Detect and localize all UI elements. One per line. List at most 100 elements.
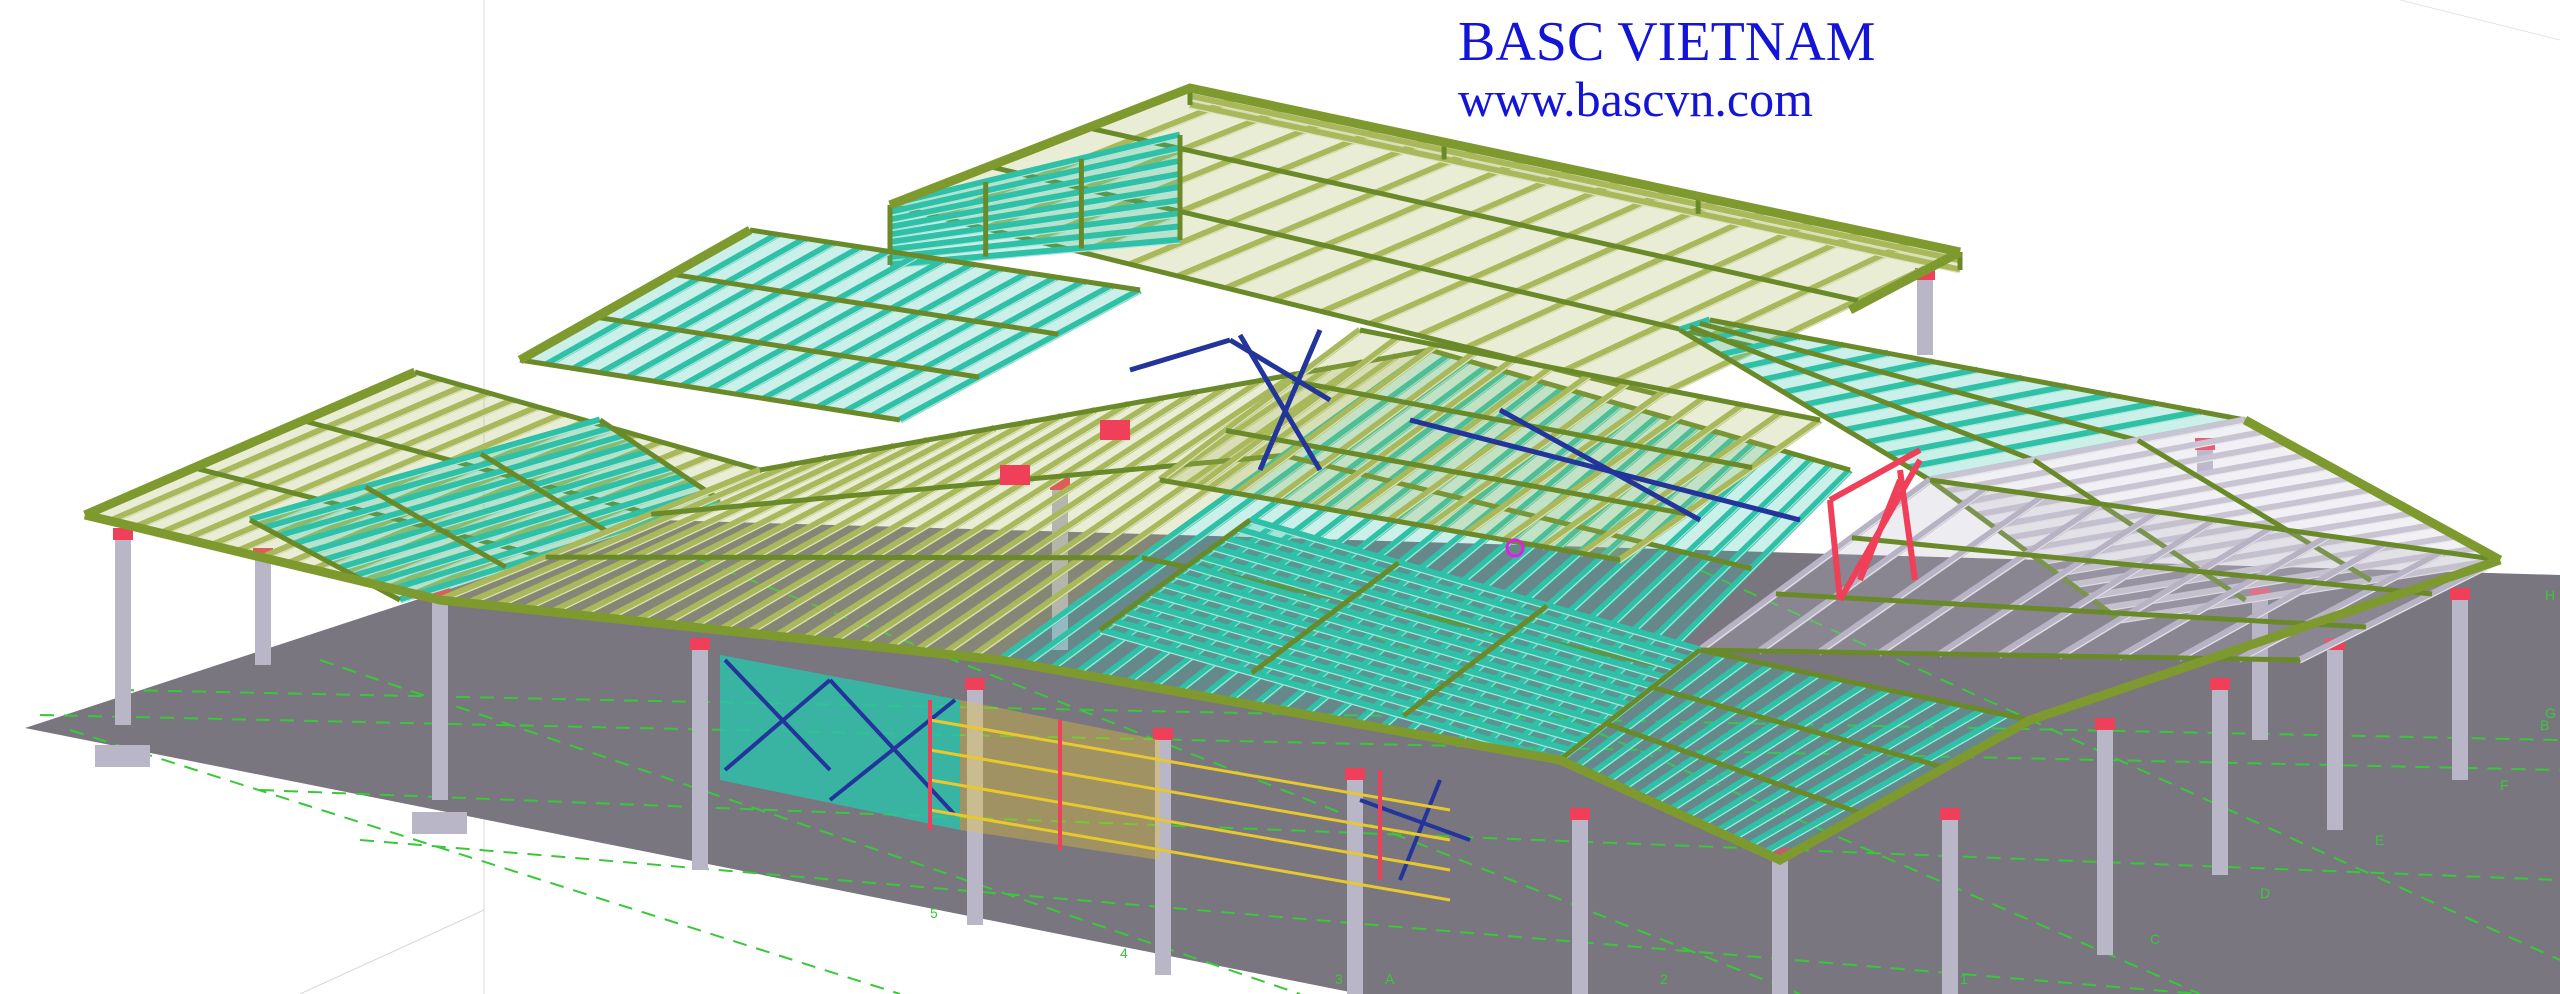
purlin — [1249, 516, 1701, 654]
purlin — [294, 440, 637, 548]
purlin — [634, 424, 997, 625]
purlin — [2118, 532, 2331, 661]
purlin — [572, 235, 808, 372]
grid-label: D — [2260, 885, 2270, 901]
purlin — [1099, 626, 1561, 764]
purlin — [690, 412, 1064, 631]
rafter — [1699, 647, 2031, 723]
footing — [412, 812, 467, 834]
purlin — [889, 157, 1181, 224]
rafter — [749, 227, 1141, 293]
purlin — [871, 282, 1114, 419]
purlin — [1668, 682, 1867, 813]
footing — [95, 745, 150, 767]
roof-panel — [887, 131, 1183, 269]
eave-beam — [83, 510, 2502, 866]
rafter — [1098, 517, 1252, 633]
purlin — [789, 269, 1031, 406]
column-cap — [1345, 768, 1365, 780]
purlin — [1124, 608, 1585, 746]
rafter — [759, 347, 1431, 473]
purlin — [545, 231, 780, 368]
purlin — [830, 383, 1231, 645]
purlin — [1908, 408, 2202, 471]
rafter — [1402, 603, 1549, 718]
purlin — [466, 460, 795, 607]
column — [2097, 730, 2113, 955]
purlin — [1541, 402, 1746, 550]
watermark-company: BASC VIETNAM — [1458, 11, 1876, 73]
rafter — [1359, 327, 1821, 423]
column — [1917, 280, 1933, 355]
purlin — [1866, 391, 2112, 446]
purlin — [1945, 428, 2267, 496]
purlin — [578, 436, 930, 619]
purlin — [1201, 390, 1585, 700]
roof-panel — [518, 226, 1142, 424]
purlin — [762, 265, 1003, 402]
grid-label: 2 — [1660, 971, 1668, 987]
eave-beam — [517, 226, 753, 364]
purlin — [494, 454, 829, 610]
column-cap — [2450, 588, 2470, 600]
truss-red — [1827, 447, 1923, 602]
roof-panel — [1098, 516, 1702, 764]
column — [2252, 600, 2268, 740]
purlin — [1715, 697, 1938, 835]
column — [2327, 650, 2343, 830]
rafter — [1699, 320, 2139, 443]
purlin — [1224, 534, 1678, 672]
purlin — [550, 442, 896, 616]
column-cap — [965, 678, 985, 690]
grid-label: 5 — [930, 905, 938, 921]
wall-bracing — [720, 655, 1471, 902]
purlin — [1938, 509, 2160, 657]
eave-beam — [2242, 416, 2503, 564]
rafter — [1250, 560, 1400, 675]
purlin — [159, 389, 491, 537]
column — [2212, 690, 2228, 875]
rafter — [1678, 327, 1932, 483]
column-cap — [2210, 678, 2230, 690]
purlin — [438, 466, 762, 604]
purlin — [1683, 687, 1891, 821]
purlin — [1636, 672, 1820, 799]
column — [255, 560, 271, 665]
purlin — [1211, 544, 1666, 681]
rafter — [2032, 458, 2247, 603]
purlin — [1699, 692, 1914, 828]
eave-beam — [888, 83, 1961, 257]
purlin — [599, 239, 836, 376]
purlin — [338, 464, 674, 572]
column — [1942, 820, 1958, 994]
purlin — [1746, 706, 1985, 849]
purlin — [1589, 657, 1750, 778]
purlin — [279, 432, 625, 540]
column — [1155, 740, 1171, 975]
purlin — [1699, 324, 1756, 346]
purlin — [1720, 333, 1800, 359]
eave-beam — [1847, 248, 1963, 314]
column-cap — [113, 528, 133, 540]
purlin — [889, 210, 1181, 254]
purlin — [1272, 349, 1478, 503]
purlin — [1741, 341, 1845, 371]
rafter — [1605, 721, 1864, 817]
purlin — [1136, 599, 1596, 736]
watermark: BASC VIETNAM www.bascvn.com — [1458, 11, 1876, 127]
purlin — [1929, 416, 2246, 484]
purlin — [969, 353, 1399, 660]
purlin — [1321, 177, 1625, 316]
grid-label: E — [2375, 832, 2384, 848]
purlin — [1605, 662, 1773, 785]
purlin — [1186, 562, 1643, 700]
purlin — [1129, 136, 1432, 268]
purlin — [1177, 146, 1481, 280]
grid-label: F — [2500, 777, 2509, 793]
rafter — [1558, 648, 1702, 762]
purlin — [898, 286, 1142, 424]
purlin — [1174, 571, 1631, 709]
purlin — [249, 416, 601, 524]
